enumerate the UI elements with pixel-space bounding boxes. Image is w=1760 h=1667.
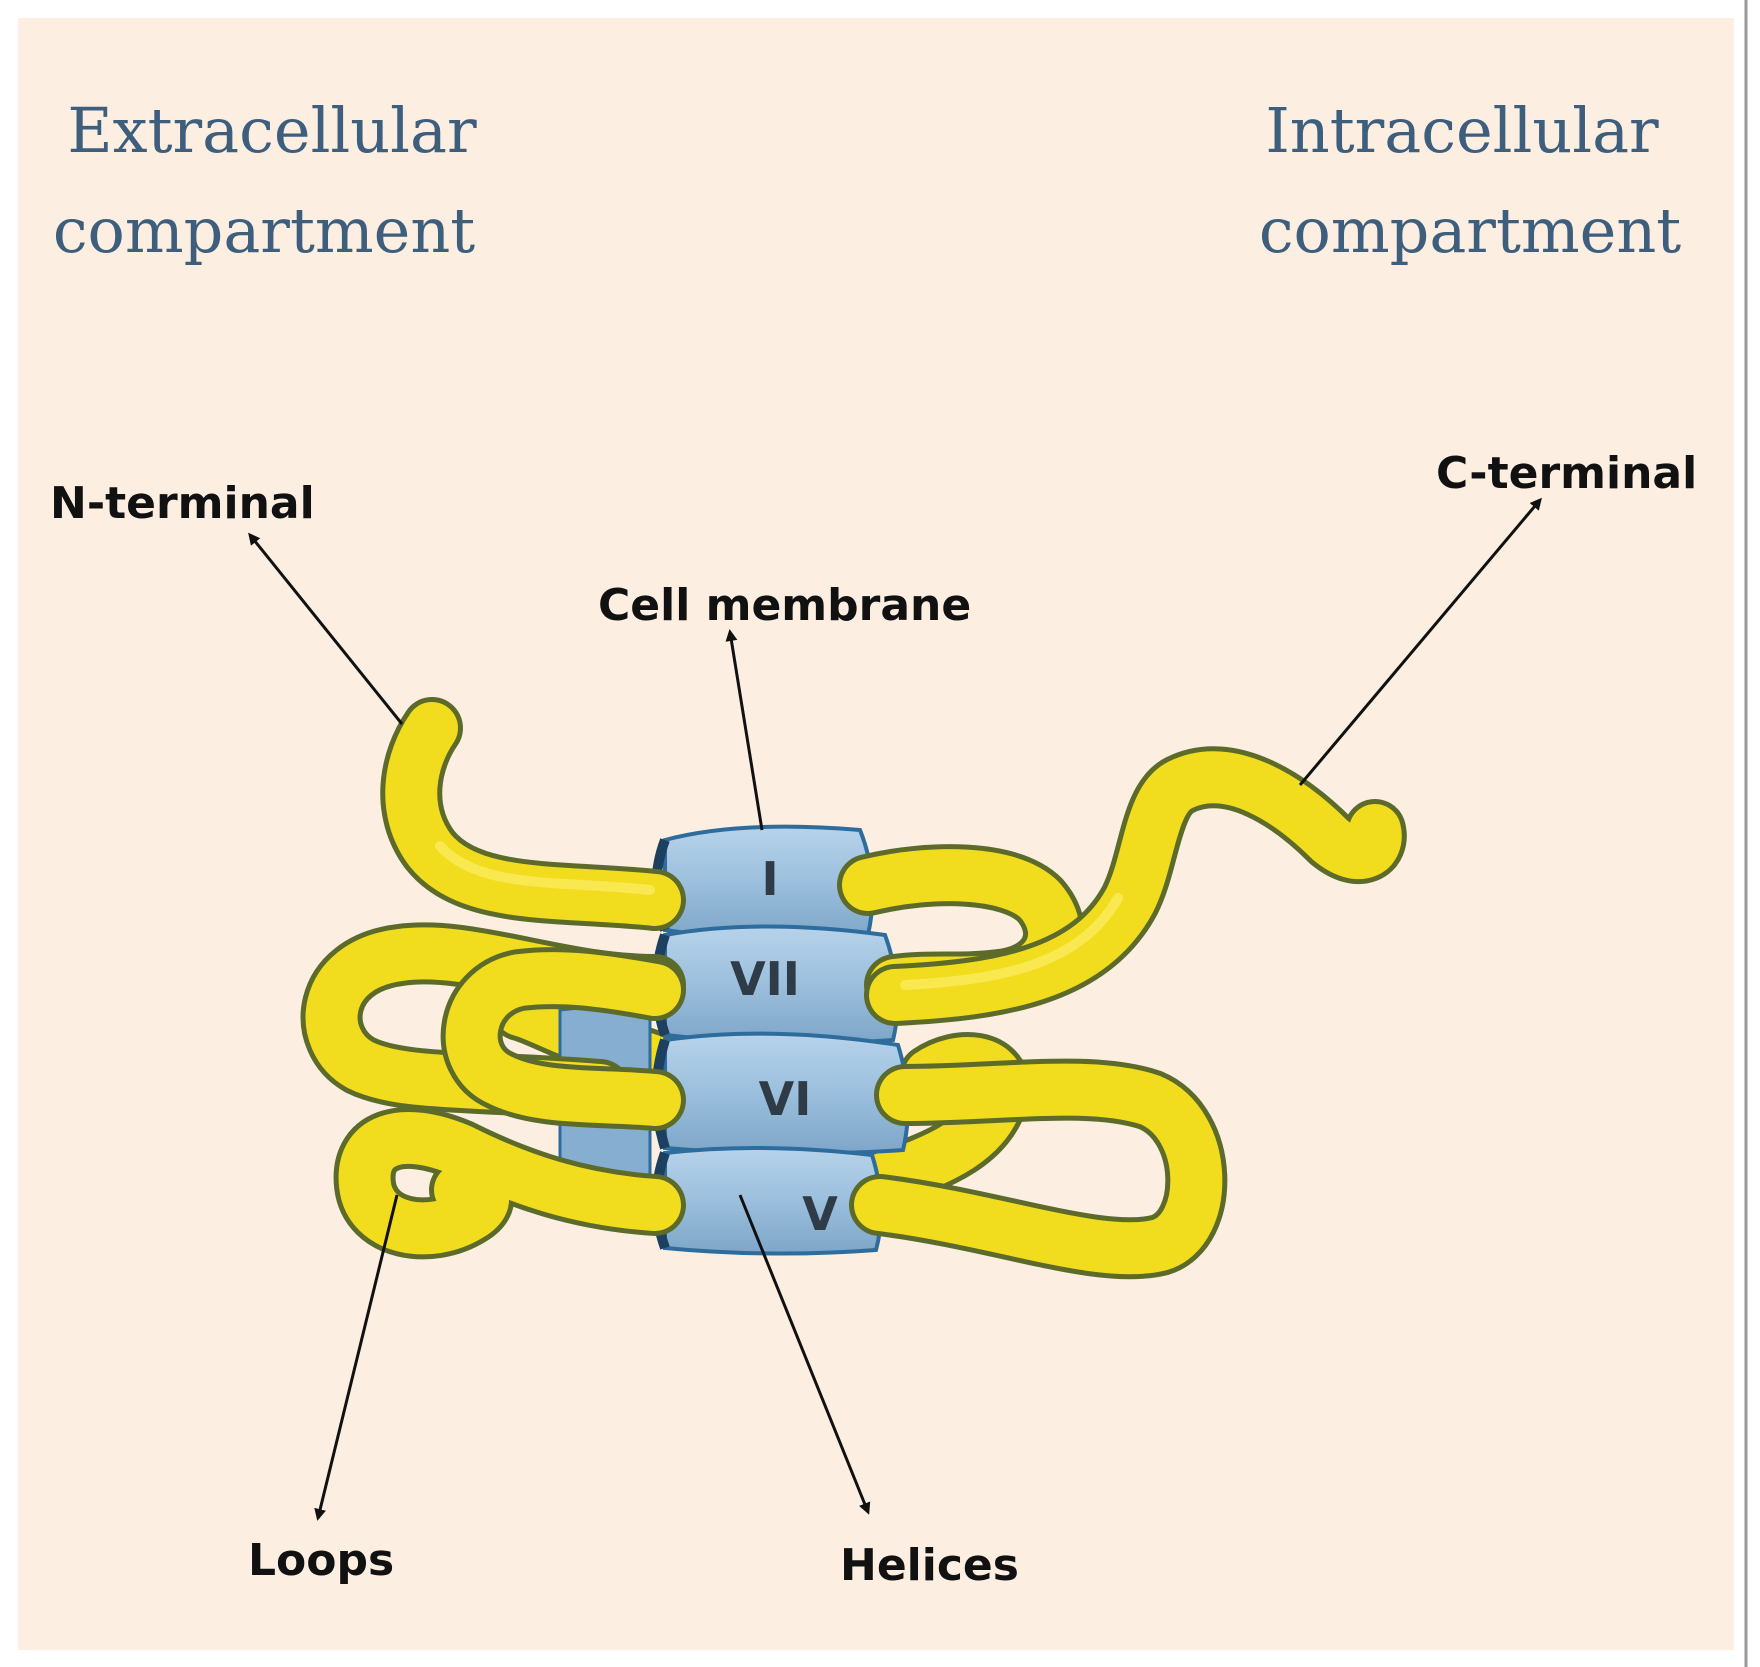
c-terminal-tail <box>864 746 1407 1026</box>
svg-text:VI: VI <box>759 1072 812 1126</box>
front-loops <box>300 697 1407 1280</box>
right-loop-bottom <box>849 1058 1228 1280</box>
helices-label: Helices <box>840 1540 1019 1591</box>
helix-VII: VII <box>651 924 900 1046</box>
c-terminal-label: C-terminal <box>1436 448 1697 499</box>
n-terminal-label: N-terminal <box>50 478 315 529</box>
intracellular-title-line2: compartment <box>1259 194 1681 267</box>
helix-VI: VI <box>651 1031 910 1156</box>
intracellular-title-line1: Intracellular <box>1265 94 1659 167</box>
loops-label: Loops <box>248 1535 394 1586</box>
extracellular-title-line1: Extracellular <box>67 94 477 167</box>
svg-text:I: I <box>761 852 778 906</box>
loops-arrow <box>314 1194 399 1521</box>
c-terminal-arrow <box>1298 497 1542 786</box>
cell-membrane-arrow <box>725 629 764 831</box>
diagram-background <box>18 18 1734 1650</box>
svg-text:VII: VII <box>730 952 800 1006</box>
svg-text:V: V <box>802 1187 838 1241</box>
extracellular-title-line2: compartment <box>53 194 475 267</box>
left-inner-loop <box>440 947 686 1131</box>
helix-stack: I VII VI V <box>558 824 910 1256</box>
helices-arrow <box>738 1194 871 1515</box>
n-terminal-tail <box>380 697 686 931</box>
pointers <box>248 497 1542 1521</box>
helix-V: V <box>651 1145 884 1256</box>
n-terminal-arrow <box>248 532 404 725</box>
cell-membrane-label: Cell membrane <box>598 580 971 631</box>
bottom-left-loop <box>333 1107 686 1260</box>
